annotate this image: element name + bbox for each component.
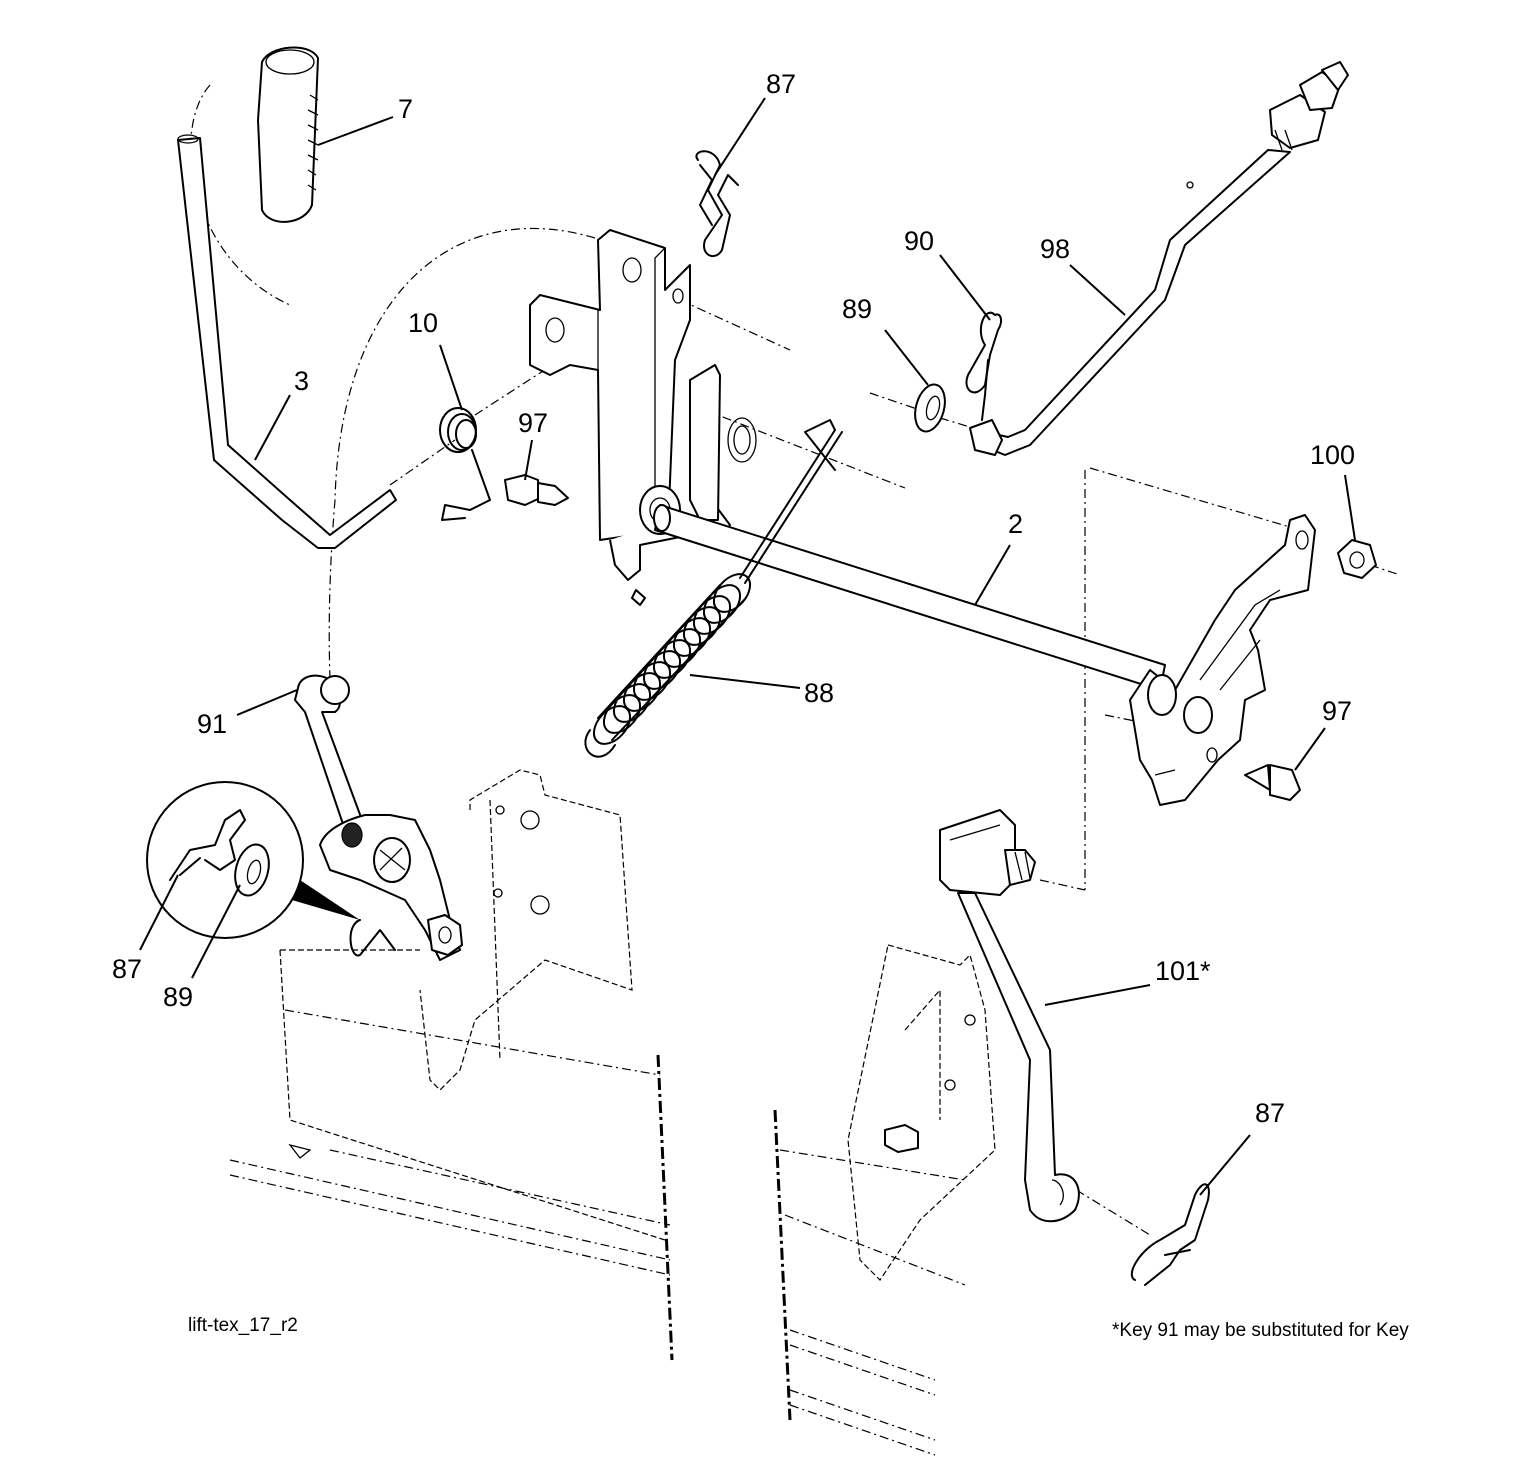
callout-98: 98	[1040, 234, 1070, 264]
right-arm-plate	[1129, 514, 1316, 806]
extension-spring	[584, 419, 843, 758]
footnote: *Key 91 may be substituted for Key	[1112, 1320, 1409, 1341]
drawing-id: lift-tex_17_r2	[188, 1315, 298, 1336]
spring-coils	[592, 573, 752, 745]
callout-88: 88	[804, 678, 834, 708]
callout-91: 91	[197, 709, 227, 739]
lift-link-alt	[939, 809, 1080, 1223]
callout-87-inset: 87	[112, 954, 142, 984]
callout-97-left: 97	[518, 408, 548, 438]
callout-97-right: 97	[1322, 696, 1352, 726]
callout-89-top: 89	[842, 294, 872, 324]
callout-87-bottom: 87	[1255, 1098, 1285, 1128]
torsion-spring	[439, 407, 491, 521]
left-deck-bracket	[229, 769, 674, 1361]
shoulder-bolt-left	[504, 474, 569, 506]
callout-3: 3	[294, 366, 309, 396]
callout-7: 7	[398, 94, 413, 124]
lift-link	[294, 674, 463, 961]
lift-handle	[177, 134, 397, 549]
shoulder-bolt-right	[1244, 764, 1301, 801]
lift-shaft	[653, 504, 1166, 691]
callout-90: 90	[904, 226, 934, 256]
leader-lines	[139, 97, 1356, 1196]
hex-nut	[1337, 539, 1377, 579]
callout-87-top: 87	[766, 69, 796, 99]
inset-detail	[146, 781, 360, 939]
hairpin-clip-87-bottom	[1130, 1183, 1210, 1286]
adjust-rod	[969, 61, 1349, 456]
hairpin-clip-87-top	[695, 150, 739, 258]
callout-101: 101*	[1155, 956, 1211, 986]
hairpin-clip-90	[965, 311, 1003, 421]
right-deck-bracket	[773, 944, 996, 1456]
handle-grip	[257, 46, 319, 223]
callout-100: 100	[1310, 440, 1355, 470]
callout-10: 10	[408, 308, 438, 338]
callout-89-inset: 89	[163, 982, 193, 1012]
callout-2: 2	[1008, 509, 1023, 539]
washer-top	[914, 383, 946, 433]
callout-labels: 7 87 90 98 89 10 3 97 2 100 88 91 97 87 …	[112, 69, 1355, 1128]
